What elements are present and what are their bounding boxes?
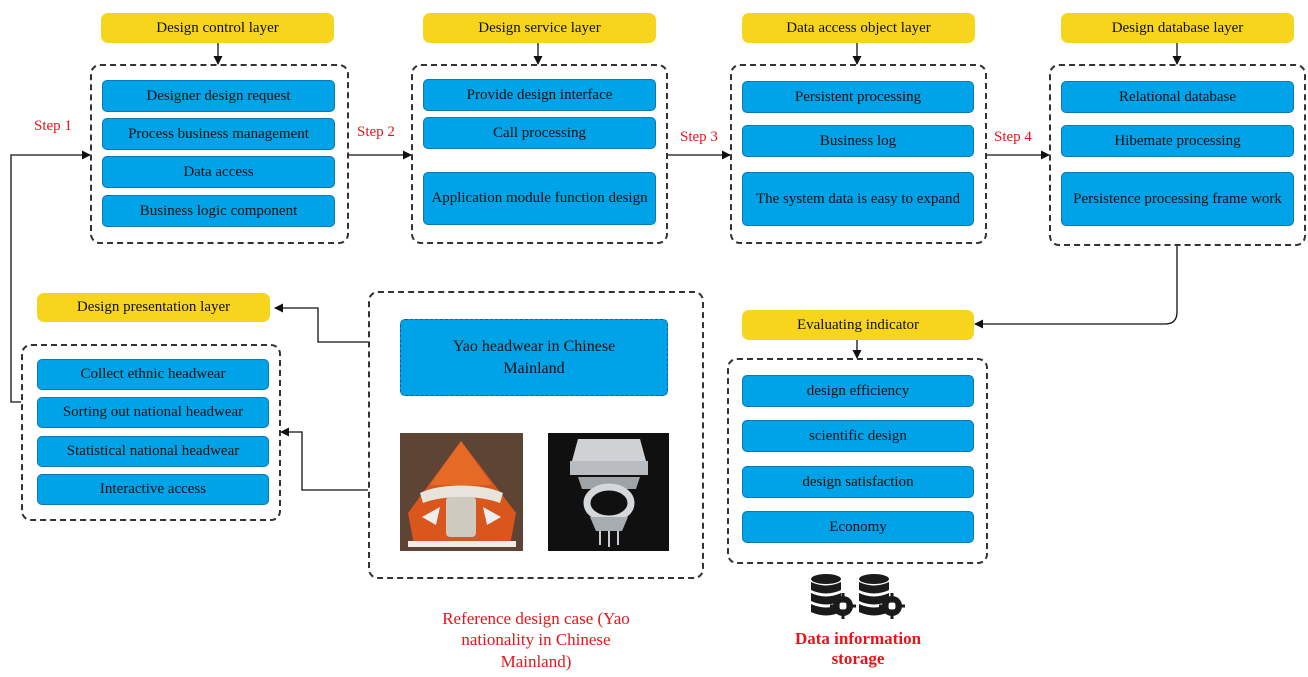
storage-label: Data information storage bbox=[794, 629, 922, 669]
control-item-process-business: Process business management bbox=[102, 118, 335, 150]
evaluating-box bbox=[727, 358, 988, 564]
database-gear-icon bbox=[806, 572, 910, 620]
database-item-persistence-framework: Persistence processing frame work bbox=[1061, 172, 1294, 226]
arrow-step-1 bbox=[10, 150, 91, 403]
control-item-data-access: Data access bbox=[102, 156, 335, 188]
evaluating-header: Evaluating indicator bbox=[742, 310, 974, 340]
presentation-item-collect: Collect ethnic headwear bbox=[37, 359, 269, 390]
database-layer-title: Design database layer bbox=[1111, 19, 1244, 36]
step-1-label: Step 1 bbox=[34, 118, 72, 134]
step-2-label: Step 2 bbox=[357, 124, 395, 140]
database-item-relational: Relational database bbox=[1061, 81, 1294, 113]
service-layer-box bbox=[411, 64, 668, 244]
control-layer-header: Design control layer bbox=[101, 13, 334, 43]
service-layer-header: Design service layer bbox=[423, 13, 656, 43]
presentation-layer-header: Design presentation layer bbox=[37, 293, 270, 322]
presentation-layer-box bbox=[21, 344, 281, 521]
dao-item-business-log: Business log bbox=[742, 125, 974, 157]
step-4-label: Step 4 bbox=[994, 129, 1032, 145]
control-item-business-logic: Business logic component bbox=[102, 195, 335, 227]
evaluating-title: Evaluating indicator bbox=[796, 316, 920, 333]
database-layer-header: Design database layer bbox=[1061, 13, 1294, 43]
arrow-database-to-evaluating bbox=[974, 246, 1178, 329]
step-3-label: Step 3 bbox=[680, 129, 718, 145]
dao-item-system-data: The system data is easy to expand bbox=[742, 172, 974, 226]
yao-orange-headwear-image bbox=[400, 433, 523, 551]
service-layer-title: Design service layer bbox=[478, 19, 601, 36]
reference-caption: Reference design case (Yao nationality i… bbox=[442, 609, 630, 671]
arrow-reference-to-presentation-header bbox=[274, 303, 368, 343]
dao-layer-header: Data access object layer bbox=[742, 13, 975, 43]
evaluating-item-design-efficiency: design efficiency bbox=[742, 375, 974, 407]
presentation-item-sorting: Sorting out national headwear bbox=[37, 397, 269, 428]
evaluating-item-scientific-design: scientific design bbox=[742, 420, 974, 452]
evaluating-item-economy: Economy bbox=[742, 511, 974, 543]
control-item-designer-request: Designer design request bbox=[102, 80, 335, 112]
service-item-application-module: Application module function design bbox=[423, 172, 656, 225]
reference-yao-headwear-text: Yao headwear in Chinese Mainland bbox=[452, 337, 616, 377]
arrow-reference-to-presentation-box bbox=[280, 427, 368, 491]
presentation-item-interactive: Interactive access bbox=[37, 474, 269, 505]
service-item-call-processing: Call processing bbox=[423, 117, 656, 149]
dao-layer-title: Data access object layer bbox=[786, 19, 931, 36]
presentation-item-statistical: Statistical national headwear bbox=[37, 436, 269, 467]
reference-case-box bbox=[368, 291, 704, 579]
service-item-provide-interface: Provide design interface bbox=[423, 79, 656, 111]
reference-yao-headwear-label: Yao headwear in Chinese Mainland bbox=[400, 319, 668, 396]
dao-item-persistent-processing: Persistent processing bbox=[742, 81, 974, 113]
control-layer-box bbox=[90, 64, 349, 244]
control-layer-title: Design control layer bbox=[156, 19, 279, 36]
database-layer-box bbox=[1049, 64, 1306, 246]
yao-silver-headwear-image bbox=[548, 433, 669, 551]
dao-layer-box bbox=[730, 64, 987, 244]
presentation-layer-title: Design presentation layer bbox=[76, 299, 231, 315]
evaluating-item-design-satisfaction: design satisfaction bbox=[742, 466, 974, 498]
database-item-hibemate: Hibemate processing bbox=[1061, 125, 1294, 157]
